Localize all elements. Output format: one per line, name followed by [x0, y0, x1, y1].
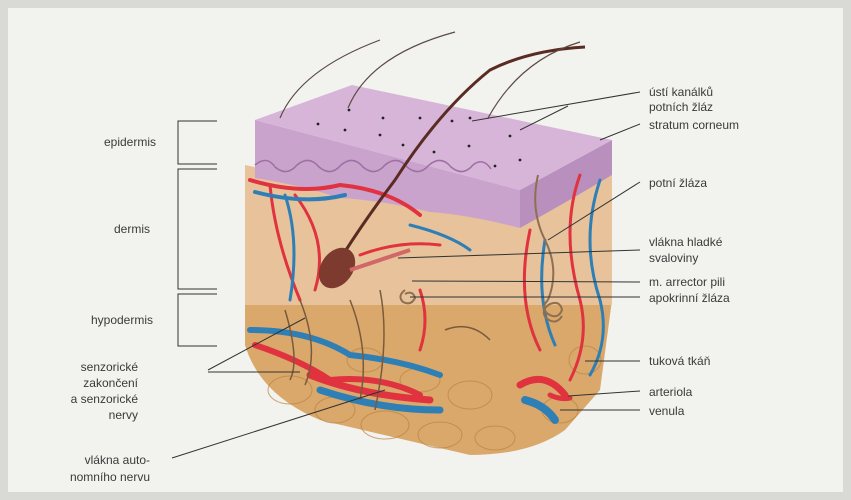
label-hypodermis: hypodermis: [91, 313, 153, 327]
label-arteriole: arteriola: [649, 385, 693, 399]
label-autonomic-line2: nomního nervu: [70, 470, 150, 484]
label-adipose-tissue: tuková tkáň: [649, 354, 710, 368]
label-sweat-pores-line2: potních žláz: [649, 100, 713, 114]
label-epidermis: epidermis: [104, 135, 156, 149]
label-venule: venula: [649, 404, 685, 418]
label-autonomic-line1: vlákna auto-: [85, 453, 150, 467]
label-sensory-line3: a senzorické: [71, 392, 139, 406]
label-smooth-muscle-line1: vlákna hladké: [649, 235, 723, 249]
label-dermis: dermis: [114, 222, 150, 236]
label-apocrine-gland: apokrinní žláza: [649, 291, 730, 305]
label-sensory-line4: nervy: [109, 408, 138, 422]
label-sweat-pores-line1: ústí kanálků: [649, 85, 713, 99]
label-sensory-line2: zakončení: [83, 376, 138, 390]
label-sensory-line1: senzorické: [81, 360, 139, 374]
label-arrector-pili: m. arrector pili: [649, 275, 725, 289]
label-sweat-gland: potní žláza: [649, 176, 707, 190]
label-smooth-muscle-line2: svaloviny: [649, 251, 698, 265]
label-stratum-corneum: stratum corneum: [649, 118, 739, 132]
